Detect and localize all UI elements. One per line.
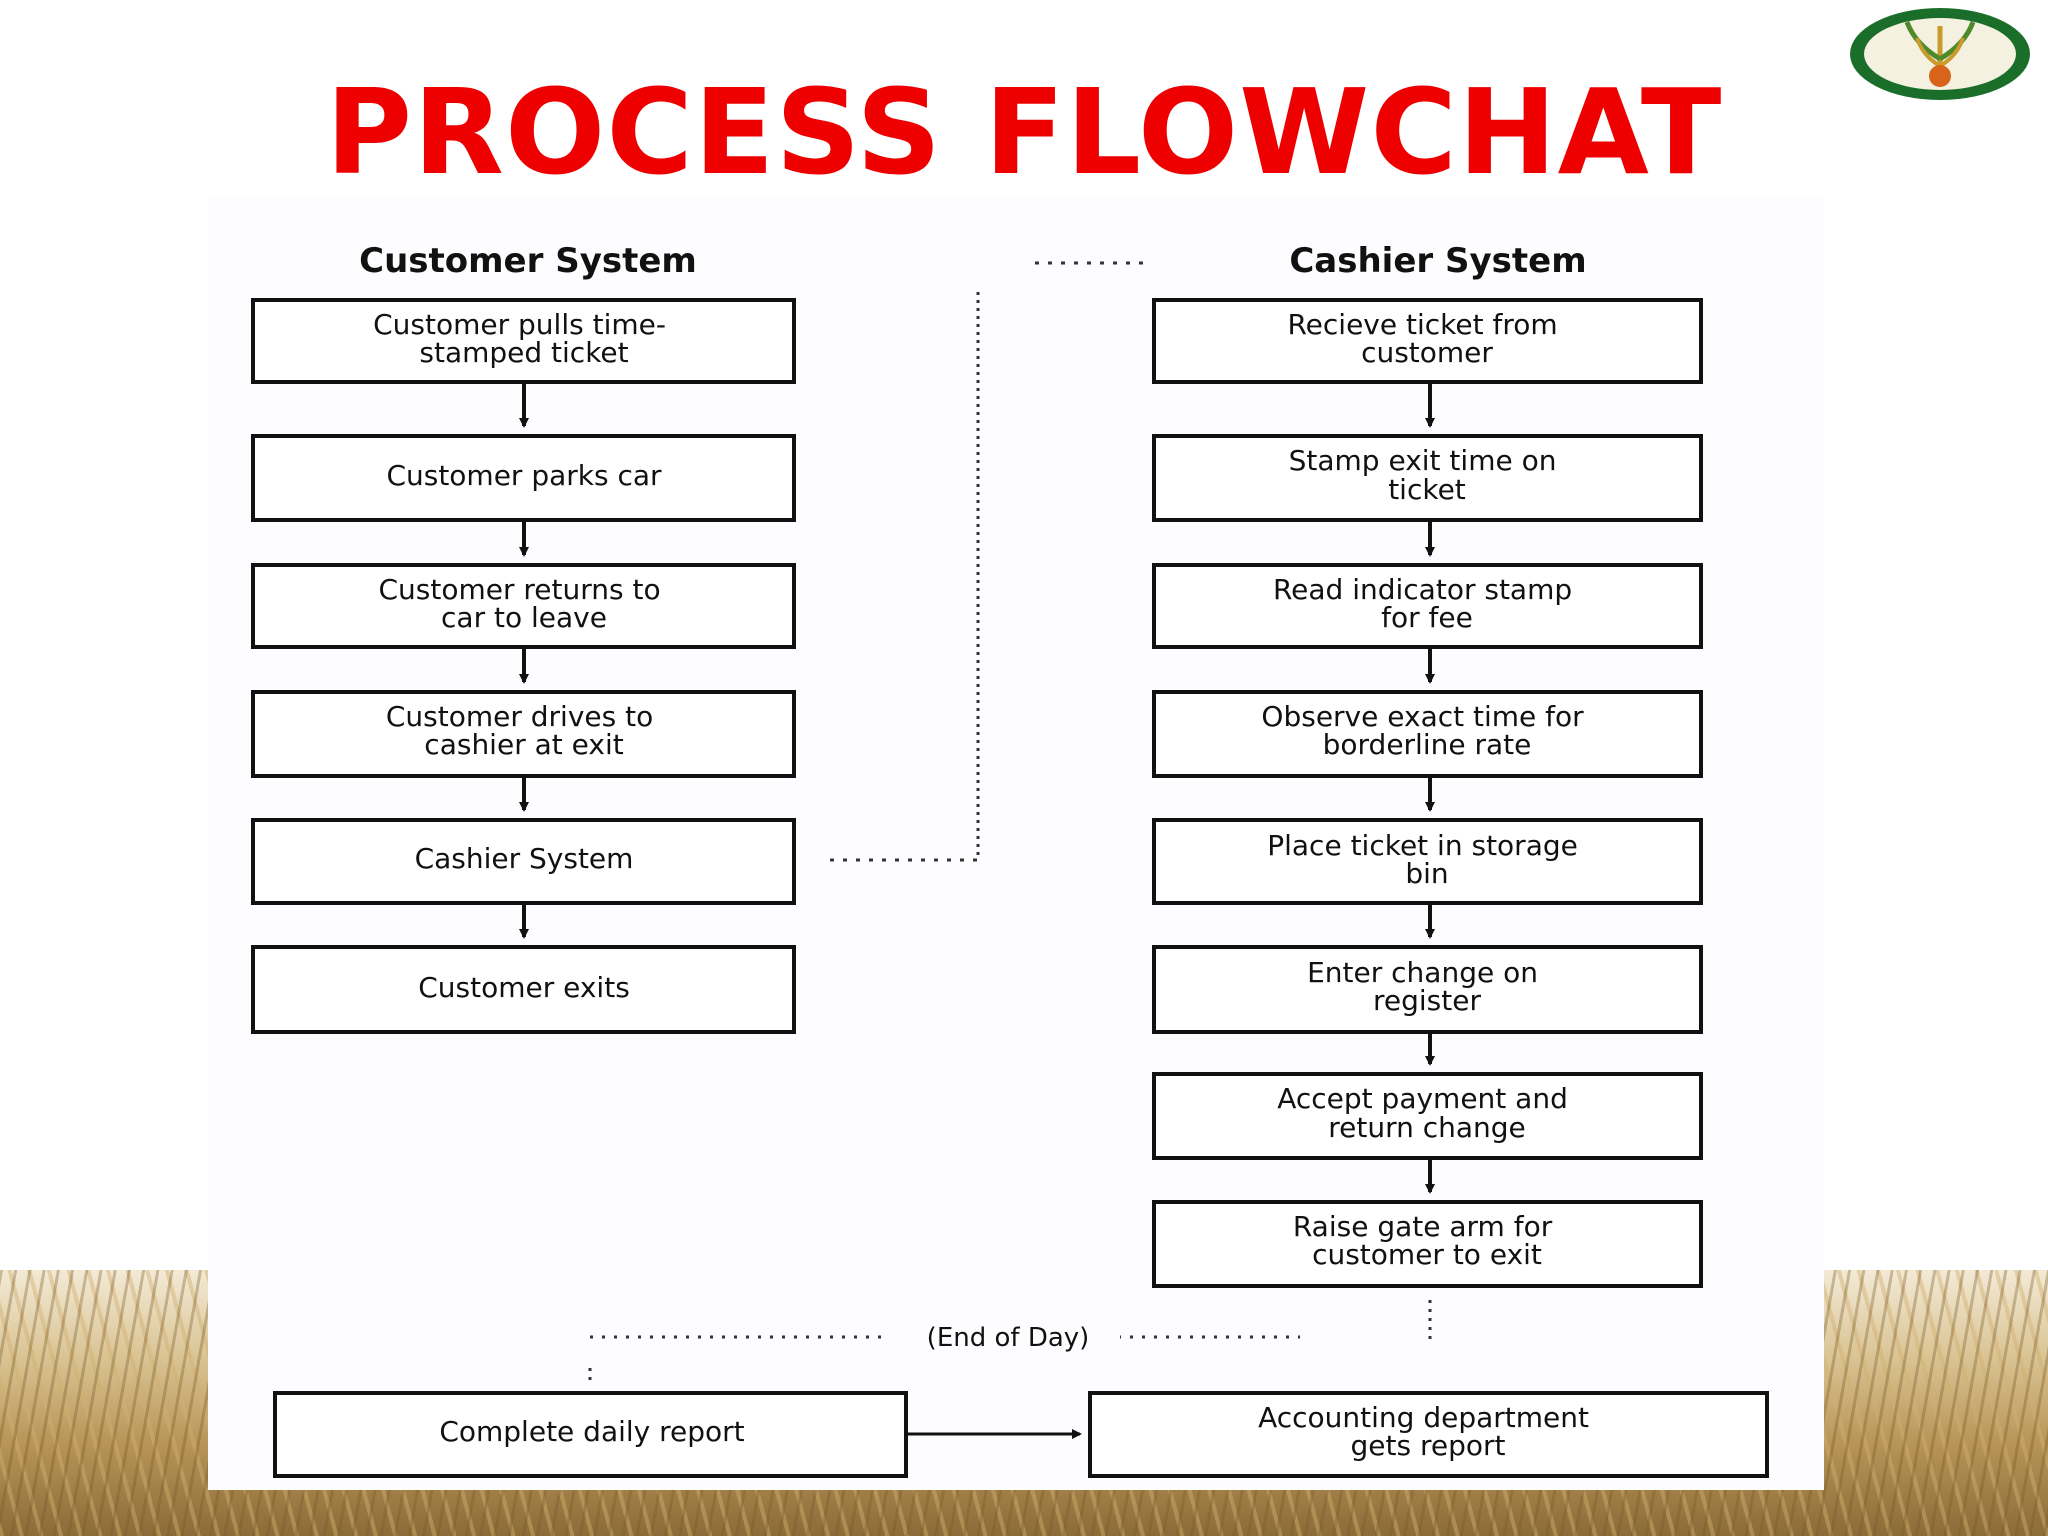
svg-text:Accounting department: Accounting department gets report xyxy=(1258,1401,1598,1462)
step-text-line: cashier at exit xyxy=(424,728,623,761)
svg-text:Read indicator stamp f: Read indicator stamp for fee xyxy=(1273,573,1581,634)
step-text-line: Complete daily report xyxy=(439,1415,744,1448)
svg-text:Recieve ticket from cu: Recieve ticket from customer xyxy=(1287,308,1566,369)
svg-text:Accept payment and ret: Accept payment and return change xyxy=(1277,1082,1577,1144)
step-text-line: Raise gate arm for xyxy=(1293,1210,1553,1243)
step-text-line: Customer drives to xyxy=(386,700,653,733)
step-text-line: Recieve ticket from xyxy=(1287,308,1557,341)
step-text-line: return change xyxy=(1328,1111,1526,1144)
cashier-system-heading: Cashier System xyxy=(1289,241,1586,281)
customer-step-6: Customer exits xyxy=(251,945,796,1034)
svg-text:Customer returns to ca: Customer returns to car to leave xyxy=(378,573,669,634)
step-text-line: Customer exits xyxy=(418,971,630,1004)
svg-text:Complete daily report: Complete daily report xyxy=(439,1415,744,1448)
step-text-line: Accept payment and xyxy=(1277,1082,1568,1115)
step-text-line: customer to exit xyxy=(1312,1238,1542,1271)
cashier-step-3: Read indicator stamp for fee xyxy=(1152,563,1703,649)
step-text-line: Observe exact time for xyxy=(1261,700,1584,733)
end-of-day-label: (End of Day) xyxy=(927,1323,1090,1353)
step-text-line: Customer pulls time- xyxy=(373,308,666,341)
customer-step-3: Customer returns to car to leave xyxy=(251,563,796,649)
wheat-emblem-icon xyxy=(1850,8,2030,100)
step-text-line: Read indicator stamp xyxy=(1273,573,1572,606)
slide-title: PROCESS FLOWCHAT xyxy=(325,63,1723,201)
customer-step-5: Cashier System xyxy=(251,818,796,905)
svg-text:Customer pulls time- s: Customer pulls time- stamped ticket xyxy=(373,308,675,369)
daily-report-box: Complete daily report xyxy=(273,1391,908,1478)
cashier-step-7: Accept payment and return change xyxy=(1152,1072,1703,1160)
svg-text:Observe exact time for: Observe exact time for borderline rate xyxy=(1261,700,1592,761)
svg-text:Customer drives to cas: Customer drives to cashier at exit xyxy=(386,700,662,761)
accounting-box: Accounting department gets report xyxy=(1088,1391,1769,1478)
end-of-day-label-bg xyxy=(890,1320,1120,1354)
step-text-line: Cashier System xyxy=(415,842,634,875)
customer-step-1: Customer pulls time- stamped ticket xyxy=(251,298,796,384)
step-text-line: ticket xyxy=(1388,473,1466,506)
cashier-step-6: Enter change on register xyxy=(1152,945,1703,1034)
svg-text:Stamp exit time on tic: Stamp exit time on ticket xyxy=(1289,444,1566,506)
svg-text:Place ticket in storage: Place ticket in storage bin xyxy=(1267,829,1587,890)
step-text-line: Customer parks car xyxy=(386,459,662,492)
step-text-line: register xyxy=(1373,984,1481,1017)
step-text-line: Customer returns to xyxy=(378,573,660,606)
step-text-line: customer xyxy=(1361,336,1493,369)
step-text-line: stamped ticket xyxy=(419,336,628,369)
cashier-step-2: Stamp exit time on ticket xyxy=(1152,434,1703,522)
svg-text:Enter change on regist: Enter change on register xyxy=(1307,956,1547,1017)
cashier-step-1: Recieve ticket from customer xyxy=(1152,298,1703,384)
step-text-line: Accounting department xyxy=(1258,1401,1589,1434)
step-text-line: for fee xyxy=(1381,601,1473,634)
step-text-line: borderline rate xyxy=(1323,728,1532,761)
step-text-line: bin xyxy=(1405,857,1448,890)
step-text-line: gets report xyxy=(1351,1429,1506,1462)
customer-system-heading: Customer System xyxy=(359,241,697,281)
customer-step-2: Customer parks car xyxy=(251,434,796,522)
customer-step-4: Customer drives to cashier at exit xyxy=(251,690,796,778)
step-text-line: car to leave xyxy=(441,601,607,634)
cashier-step-5: Place ticket in storage bin xyxy=(1152,818,1703,905)
cashier-step-8: Raise gate arm for customer to exit xyxy=(1152,1200,1703,1288)
step-text-line: Place ticket in storage xyxy=(1267,829,1578,862)
cashier-step-4: Observe exact time for borderline rate xyxy=(1152,690,1703,778)
svg-text:Raise gate arm for cus: Raise gate arm for customer to exit xyxy=(1293,1210,1561,1271)
svg-text:Customer parks car: Customer parks car xyxy=(386,459,662,492)
step-text-line: Enter change on xyxy=(1307,956,1538,989)
svg-text:Cashier System: Cashier System xyxy=(415,842,634,875)
svg-text:Customer exits: Customer exits xyxy=(418,971,630,1004)
step-text-line: Stamp exit time on xyxy=(1289,444,1557,477)
